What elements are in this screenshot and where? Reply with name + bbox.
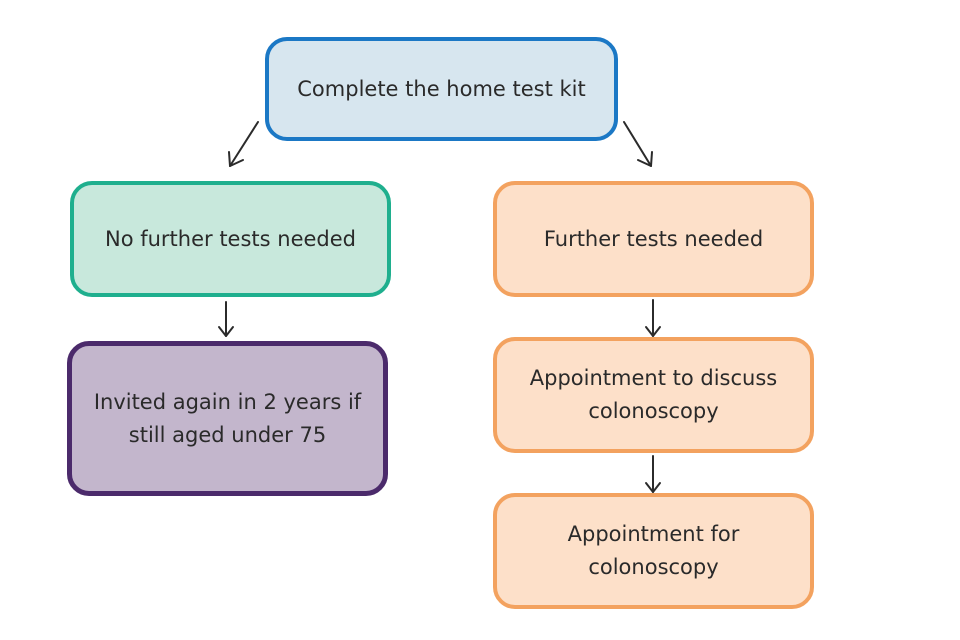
node-label-line-1: Appointment for — [567, 522, 740, 546]
node-label: No further tests needed — [104, 226, 356, 251]
node-appointment-for-colonoscopy: Appointment for colonoscopy — [493, 493, 814, 609]
node-label-line-2: colonoscopy — [588, 399, 719, 423]
arrow-start-to-no-further — [228, 121, 259, 167]
node-further-tests: Further tests needed — [493, 181, 814, 297]
node-label: Complete the home test kit — [297, 76, 586, 101]
node-label-line-1: Invited again in 2 years if — [93, 389, 362, 414]
arrow-discuss-to-colonoscopy — [645, 455, 661, 493]
node-no-further-tests: No further tests needed — [70, 181, 391, 297]
node-label-line-1: Appointment to discuss — [529, 366, 778, 390]
node-label-line-2: colonoscopy — [588, 555, 719, 579]
node-label-line-2: still aged under 75 — [128, 422, 327, 447]
arrow-no-further-to-invited — [218, 301, 234, 337]
node-complete-home-test-kit: Complete the home test kit — [265, 37, 618, 141]
node-appointment-to-discuss: Appointment to discuss colonoscopy — [493, 337, 814, 453]
node-label: Further tests needed — [543, 226, 764, 251]
arrow-further-to-discuss — [645, 299, 661, 337]
node-invited-again: Invited again in 2 years if still aged u… — [67, 341, 388, 496]
arrow-start-to-further — [623, 121, 653, 167]
